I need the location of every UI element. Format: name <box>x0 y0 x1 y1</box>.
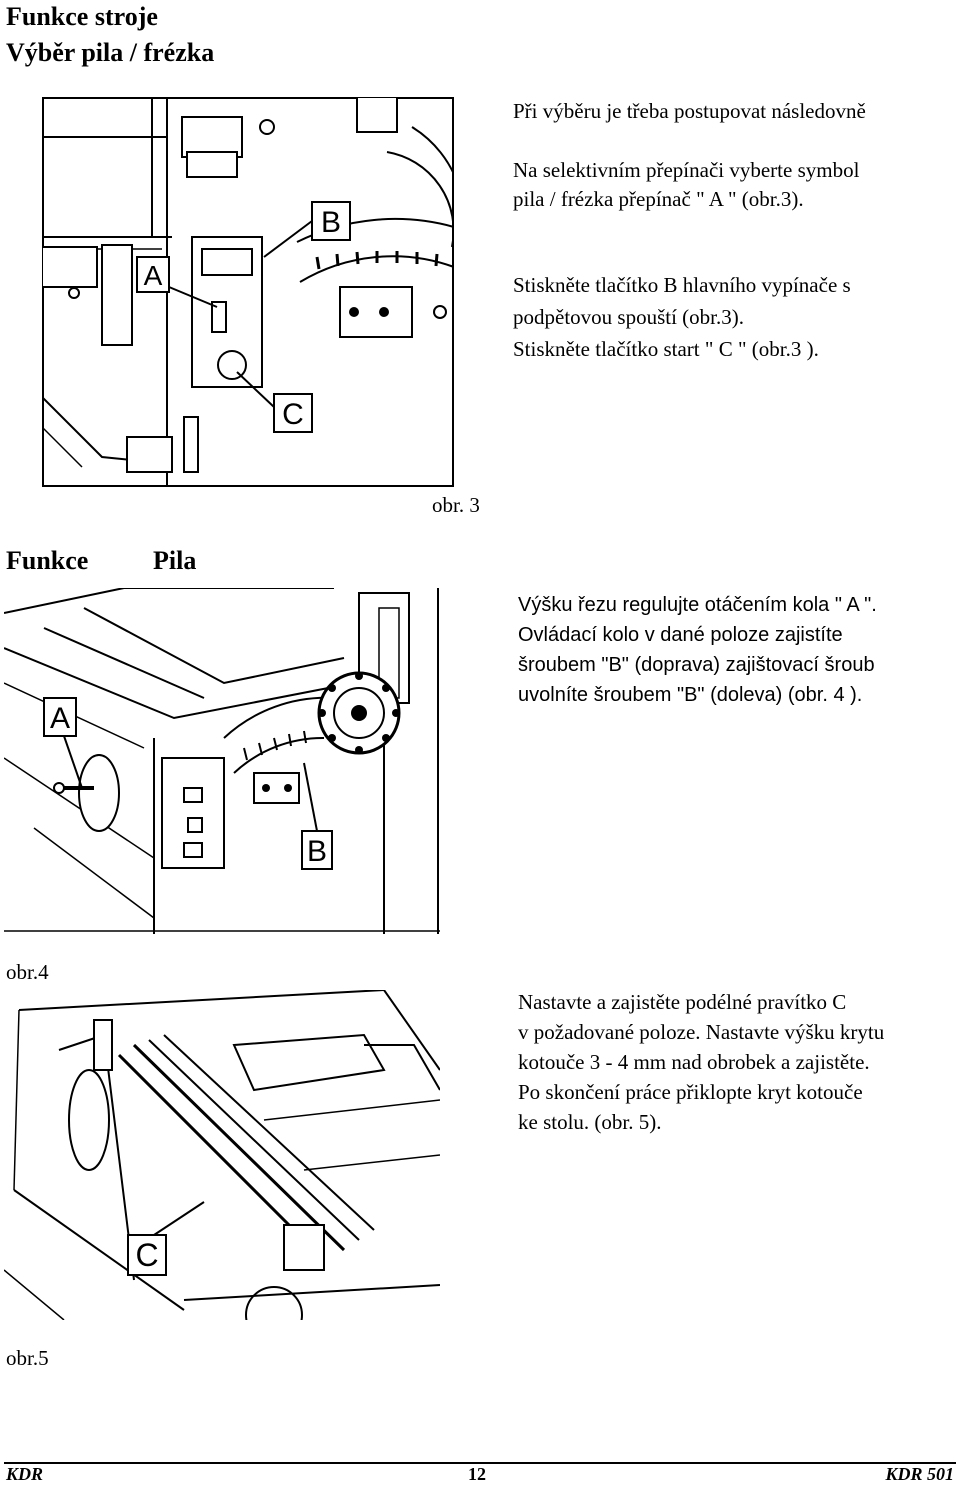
callout-c-label: C <box>135 1237 158 1273</box>
callout-c-label: C <box>282 398 304 431</box>
figure-3-caption: obr. 3 <box>432 493 480 517</box>
callout-b-label: B <box>321 206 341 239</box>
section2-line1: Výšku řezu regulujte otáčením kola " A "… <box>518 594 877 616</box>
callout-a-label: A <box>50 702 70 735</box>
section3-line3: kotouče 3 - 4 mm nad obrobek a zajistěte… <box>518 1050 870 1074</box>
section2-subtitle: Pila <box>153 546 197 575</box>
section1-step2-line1: Stiskněte tlačítko B hlavního vypínače s <box>513 273 851 297</box>
section1-step3: Stiskněte tlačítko start " C " (obr.3 ). <box>513 337 819 361</box>
section3-line2: v požadované poloze. Nastavte výšku kryt… <box>518 1020 885 1044</box>
figure-obr-4: A B <box>4 588 440 934</box>
footer-divider <box>4 1462 956 1464</box>
figure-obr-3: B A C <box>42 97 454 487</box>
section2-line2: Ovládací kolo v dané poloze zajistíte <box>518 624 843 646</box>
section3-line5: ke stolu. (obr. 5). <box>518 1110 662 1134</box>
callout-a-label: A <box>144 260 163 291</box>
section2-title: Funkce <box>6 546 89 575</box>
page-title: Funkce stroje <box>6 2 158 31</box>
figure-obr-5: C <box>4 990 440 1320</box>
figure-5-caption: obr.5 <box>6 1346 49 1370</box>
section1-intro: Při výběru je třeba postupovat následovn… <box>513 99 866 123</box>
section1-step1-line1: Na selektivním přepínači vyberte symbol <box>513 158 860 182</box>
callout-b-label: B <box>307 835 327 868</box>
section1-step2-line2: podpětovou spouští (obr.3). <box>513 305 744 329</box>
section1-step1-line2: pila / frézka přepínač " A " (obr.3). <box>513 187 804 211</box>
section2-line4: uvolníte šroubem "B" (doleva) (obr. 4 ). <box>518 684 863 706</box>
figure-4-caption: obr.4 <box>6 960 49 984</box>
page-subtitle: Výběr pila / frézka <box>6 38 215 67</box>
section3-line1: Nastavte a zajistěte podélné pravítko C <box>518 990 847 1014</box>
footer-page-number: 12 <box>468 1464 486 1484</box>
footer-left: KDR <box>6 1464 44 1484</box>
section3-line4: Po skončení práce přiklopte kryt kotouče <box>518 1080 863 1104</box>
section2-line3: šroubem "B" (doprava) zajištovací šroub <box>518 654 875 676</box>
footer-right: KDR 501 <box>885 1464 954 1484</box>
